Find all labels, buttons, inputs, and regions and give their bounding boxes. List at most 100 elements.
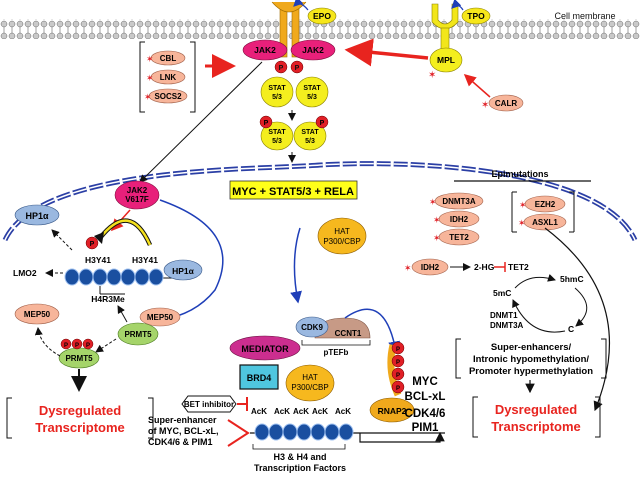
target-cdk46: CDK4/6 [405,408,446,420]
svg-text:5hmC: 5hmC [560,274,584,284]
bet-inhibitor-box[interactable] [181,395,237,413]
epo-label: EPO [313,11,331,21]
h3h4-bracket [252,444,346,450]
svg-text:✶: ✶ [146,54,154,64]
stat-left-bottom [260,121,294,151]
dysregulated-right-bracket [472,396,601,438]
svg-text:5/3: 5/3 [307,94,317,101]
svg-text:AcK: AcK [335,407,351,416]
svg-text:IDH2: IDH2 [450,215,469,224]
svg-text:H3Y41: H3Y41 [132,255,158,265]
svg-text:JAK2: JAK2 [302,45,324,55]
dysregulated-left-line2: Transcriptome [35,420,125,435]
stat-right-top [295,76,329,108]
svg-text:P: P [295,65,300,72]
hp1a-bound [163,259,203,281]
epimutation-dnmt3a: DNMT3A ✶ [429,192,484,210]
svg-text:H4R3Me: H4R3Me [91,294,125,304]
svg-text:PRMT5: PRMT5 [124,330,152,339]
svg-text:✶: ✶ [429,197,437,207]
epimutations-title: Epimutations [491,169,548,179]
mep50-right [139,307,181,327]
cycle-arc-top [514,274,556,289]
svg-text:JAK2: JAK2 [127,186,148,195]
svg-text:AcK: AcK [293,407,309,416]
cdk9 [295,316,329,338]
svg-text:TET2: TET2 [508,262,529,272]
svg-text:ASXL1: ASXL1 [532,218,558,227]
svg-text:CDK9: CDK9 [301,323,323,332]
svg-text:AcK: AcK [312,407,328,416]
svg-text:P300/CBP: P300/CBP [291,383,328,392]
hat-p300-top [317,217,367,255]
svg-text:✶: ✶ [404,263,412,273]
epimutation-asxl1: ASXL1 ✶ [518,213,567,231]
target-myc: MYC [412,376,438,388]
dysregulated-left-line1: Dysregulated [39,403,121,418]
tpo-label: TPO [467,11,485,21]
svg-text:Promoter hypermethylation: Promoter hypermethylation [469,366,593,377]
epo-binding-arrow [293,0,309,11]
mpl-protein [429,47,463,73]
dysregulated-left-bracket [6,397,154,439]
hypomethylation-bracket [455,338,607,379]
svg-text:P: P [64,343,68,349]
svg-text:P: P [396,386,400,392]
nucleosomes-left [64,268,175,286]
epimutation-idh2: IDH2 ✶ [433,210,480,228]
svg-text:LNK: LNK [160,73,177,82]
svg-text:H3Y41: H3Y41 [85,255,111,265]
prmt5-active [117,322,159,346]
epo-ligand [307,7,337,25]
svg-text:✶: ✶ [481,100,489,111]
svg-text:DNMT3A: DNMT3A [490,321,524,330]
svg-text:V617F: V617F [125,195,149,204]
svg-text:MEP50: MEP50 [24,310,51,319]
svg-text:CDK4/6 & PIM1: CDK4/6 & PIM1 [148,437,213,447]
dysregulated-right-line2: Transcriptome [491,419,581,434]
cell-membrane [0,19,640,39]
jak2-left [242,39,288,61]
svg-text:IDH2: IDH2 [421,263,440,272]
cell-membrane-label: Cell membrane [554,11,615,21]
nucleosomes-mid [250,423,445,441]
svg-text:HP1α: HP1α [25,211,49,221]
svg-text:DNMT3A: DNMT3A [442,197,476,206]
svg-text:✶: ✶ [518,218,526,228]
svg-text:HAT: HAT [302,373,318,382]
svg-text:AcK: AcK [274,407,290,416]
rnap2 [369,397,415,423]
svg-text:MYC + STAT5/3 + RELA: MYC + STAT5/3 + RELA [232,186,354,198]
mpl-to-jak2-arrow [344,38,429,67]
svg-text:P: P [320,120,325,127]
svg-text:Transcription Factors: Transcription Factors [254,463,346,473]
svg-text:CALR: CALR [495,99,517,108]
ptefb-bracket [301,340,371,346]
svg-text:LMO2: LMO2 [13,268,37,278]
hat-p300-mid [285,364,335,402]
svg-text:P: P [75,343,79,349]
phospho-stat-right [315,115,329,129]
super-enhancer-line1: Super-enhancer [148,415,217,425]
svg-text:P: P [396,347,400,353]
target-bclxl: BCL-xL [405,391,446,403]
svg-text:CBL: CBL [160,54,177,63]
epimutation-bracket [511,191,575,233]
svg-text:5/3: 5/3 [272,138,282,145]
svg-text:PRMT5: PRMT5 [65,354,93,363]
svg-text:P: P [264,120,269,127]
idh2-mutant [411,258,449,276]
ack-labels: AcK AcK AcK AcK AcK [251,407,351,416]
regulator-cbl: CBL ✶ [146,50,186,66]
regulators-bracket [139,41,196,113]
svg-text:✶: ✶ [433,233,441,243]
regulator-socs2: SOCS2 ✶ [144,88,188,104]
mep50-left [14,303,60,325]
regulator-lnk: LNK ✶ [146,69,186,85]
svg-text:5/3: 5/3 [272,94,282,101]
svg-text:✶: ✶ [144,92,152,102]
cycle-arc-right [574,287,588,327]
cycle-arc-bottom [512,299,566,333]
svg-text:H3 & H4 and: H3 & H4 and [273,452,326,462]
